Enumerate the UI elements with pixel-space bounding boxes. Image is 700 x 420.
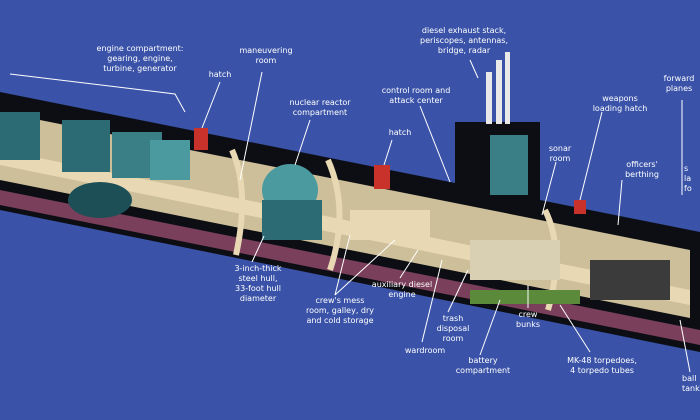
leader-mess-1 — [334, 234, 351, 296]
mast-2 — [496, 60, 502, 124]
leader-sonar — [541, 161, 557, 216]
leader-maneuvering — [239, 71, 263, 181]
leader-wardroom — [421, 259, 443, 343]
leader-mess-2 — [334, 239, 396, 296]
label-officers-berthing: officers' berthing — [625, 160, 659, 179]
label-ballast-partial: ball tank — [682, 374, 700, 393]
leader-officers — [617, 179, 623, 226]
engine-block-1 — [0, 112, 40, 160]
sail-cutaway — [490, 135, 528, 195]
leader-aux-diesel — [399, 249, 419, 279]
torpedo-room — [590, 260, 670, 300]
leader-torpedoes — [559, 304, 591, 353]
label-battery-compartment: battery compartment — [455, 356, 511, 375]
leader-weapons — [579, 111, 603, 201]
leader-battery — [479, 299, 501, 356]
bunk-area — [470, 240, 560, 280]
lower-hull-band — [0, 190, 700, 345]
leader-diesel — [469, 59, 479, 79]
mess-area — [350, 210, 430, 240]
label-hatch-aft: hatch — [208, 70, 232, 79]
label-forward-planes: forward planes — [663, 74, 695, 93]
hatch-weapons-red — [574, 200, 586, 214]
reactor-base — [262, 200, 322, 240]
label-sonar-room: sonar room — [548, 144, 572, 163]
label-crews-mess: crew's mess room, galley, dry and cold s… — [305, 296, 375, 325]
hatch-mid-red — [374, 165, 390, 189]
leader-ballast — [679, 319, 691, 373]
mast-3 — [505, 52, 510, 124]
label-steel-hull: 3-inch-thick steel hull, 33-foot hull di… — [234, 264, 282, 303]
label-control-room: control room and attack center — [381, 86, 451, 105]
label-hatch-mid: hatch — [388, 128, 412, 137]
leader-hatch-mid — [383, 139, 393, 166]
label-trash-disposal: trash disposal room — [436, 314, 470, 343]
leader-control — [419, 105, 451, 183]
bulkhead-2 — [325, 158, 343, 271]
label-nuclear-reactor: nuclear reactor compartment — [289, 98, 351, 117]
label-diesel-exhaust: diesel exhaust stack, periscopes, antenn… — [419, 26, 508, 55]
leader-hatch-aft — [201, 81, 221, 129]
label-maneuvering-room: maneuvering room — [239, 46, 293, 65]
hatch-aft-red — [194, 128, 208, 150]
label-engine-compartment: engine compartment: gearing, engine, tur… — [96, 44, 184, 73]
battery-area — [470, 290, 580, 304]
leader-engine — [9, 73, 186, 113]
leader-trash — [447, 269, 469, 313]
label-weapons-hatch: weapons loading hatch — [592, 94, 648, 113]
label-wardroom: wardroom — [404, 346, 446, 355]
label-auxiliary-diesel: auxiliary diesel engine — [371, 280, 433, 299]
engine-block-4 — [150, 140, 190, 180]
engine-block-2 — [62, 120, 110, 172]
label-edge-right-partial: s la fo — [684, 164, 692, 193]
mast-1 — [486, 72, 492, 124]
engine-turbine — [68, 182, 132, 218]
label-torpedoes: MK-48 torpedoes, 4 torpedo tubes — [567, 356, 637, 375]
bulkhead-1 — [229, 148, 246, 256]
leader-reactor — [294, 119, 311, 166]
leader-hull — [251, 235, 265, 263]
leader-lines — [9, 59, 691, 373]
label-crew-bunks: crew bunks — [515, 310, 541, 329]
